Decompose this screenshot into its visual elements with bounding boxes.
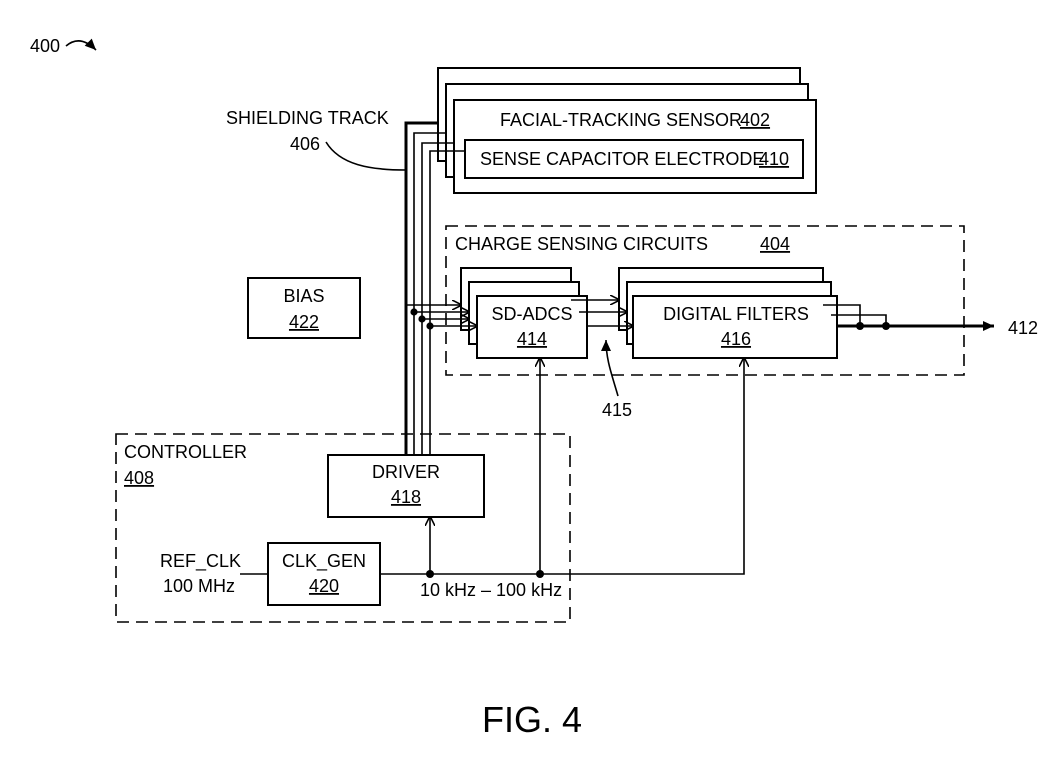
controller-ref: 408 bbox=[124, 468, 154, 488]
sensor-label: FACIAL-TRACKING SENSOR bbox=[500, 110, 742, 130]
junction-dot bbox=[426, 570, 434, 578]
ref-clk-label: REF_CLK bbox=[160, 551, 241, 572]
shielding-track-leader bbox=[325, 141, 407, 171]
driver-label: DRIVER bbox=[372, 462, 440, 482]
figure-ref-400: 400 bbox=[30, 36, 60, 56]
filter-output-wire-1 bbox=[823, 304, 861, 326]
bias-box bbox=[247, 277, 361, 339]
charge-sensing-region bbox=[445, 225, 965, 376]
electrode-box bbox=[464, 139, 804, 179]
clk-gen-label: CLK_GEN bbox=[282, 551, 366, 572]
bundle-wire-2 bbox=[413, 132, 446, 455]
driver-ref: 418 bbox=[391, 487, 421, 507]
sd-adcs-label: SD-ADCS bbox=[491, 304, 572, 324]
bus-ref: 415 bbox=[602, 400, 632, 420]
junction-dot bbox=[536, 570, 544, 578]
charge-sensing-ref: 404 bbox=[760, 234, 790, 254]
junction-dot bbox=[410, 308, 418, 316]
driver-box bbox=[327, 454, 485, 518]
bus-leader bbox=[601, 339, 619, 397]
electrode-ref: 410 bbox=[759, 149, 789, 169]
clock-line bbox=[380, 358, 744, 575]
clk-gen-ref: 420 bbox=[309, 576, 339, 596]
bias-label: BIAS bbox=[283, 286, 324, 306]
shielding-track-wire bbox=[404, 121, 438, 455]
clock-freq-label: 10 kHz – 100 kHz bbox=[420, 580, 562, 600]
sd-adcs-ref: 414 bbox=[517, 329, 547, 349]
sensor-ref: 402 bbox=[740, 110, 770, 130]
output-ref: 412 bbox=[1008, 318, 1038, 338]
ref-clk-freq: 100 MHz bbox=[163, 576, 235, 596]
shielding-track-ref: 406 bbox=[290, 134, 320, 154]
bias-ref: 422 bbox=[289, 312, 319, 332]
figure-label: FIG. 4 bbox=[482, 699, 582, 740]
figure-ref-arrow bbox=[65, 38, 97, 51]
filters-box bbox=[632, 295, 838, 359]
filters-ref: 416 bbox=[721, 329, 751, 349]
controller-label: CONTROLLER bbox=[124, 442, 247, 462]
controller-region bbox=[115, 433, 571, 623]
shielding-track-label: SHIELDING TRACK bbox=[226, 108, 389, 128]
junction-dot bbox=[882, 322, 890, 330]
electrode-label: SENSE CAPACITOR ELECTRODE bbox=[480, 149, 764, 169]
bundle-wire-4 bbox=[429, 150, 465, 455]
filters-label: DIGITAL FILTERS bbox=[663, 304, 809, 324]
charge-sensing-label: CHARGE SENSING CIRCUITS bbox=[455, 234, 708, 254]
junction-dot bbox=[426, 322, 434, 330]
bundle-wire-3 bbox=[421, 142, 454, 455]
junction-dot bbox=[418, 315, 426, 323]
junction-dot bbox=[856, 322, 864, 330]
